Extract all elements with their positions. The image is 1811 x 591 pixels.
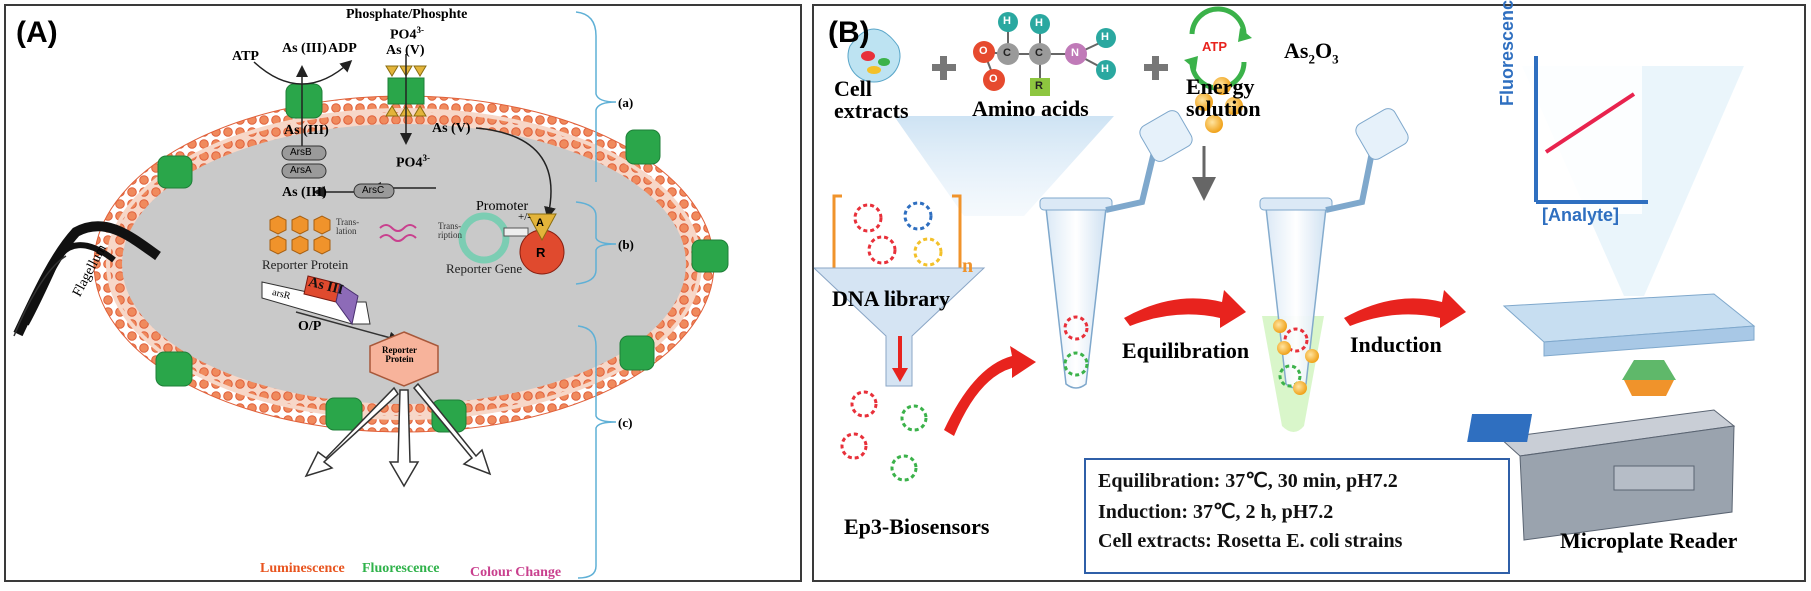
brackets — [575, 11, 617, 579]
ep3-biosensors-label: Ep3-Biosensors — [844, 514, 990, 539]
as-v-mid-label: As (V) — [432, 121, 471, 136]
reporter-protein-shape — [369, 331, 439, 387]
atom-o1: O — [979, 45, 988, 57]
dna-library-label: DNA library — [832, 286, 950, 311]
panel-a: (A) Phosphate/Phosphte PO43- As (V) ATP … — [4, 4, 802, 582]
panel-a-label: (A) — [16, 16, 58, 49]
output-luminescence-label: Luminescence — [260, 561, 345, 576]
po4-top-label: PO43- — [390, 25, 424, 43]
atp-label: ATP — [232, 49, 259, 64]
atom-h4: H — [1035, 17, 1043, 29]
as-iii-inner-label: As (III) — [284, 123, 329, 138]
as-iii-lower-label: As (III) — [282, 185, 327, 200]
ep3-plasmids — [840, 390, 928, 482]
atom-o2: O — [989, 73, 998, 85]
conditions-box: Equilibration: 37℃, 30 min, pH7.2 Induct… — [1084, 458, 1510, 574]
n-subscript-label: n — [962, 255, 974, 277]
atom-h1: H — [1003, 15, 1011, 27]
info-line-induction: Induction: 37℃, 2 h, pH7.2 — [1098, 501, 1334, 523]
as2o3-beads — [1195, 77, 1243, 133]
output-arrows — [304, 382, 492, 488]
panel-b-label: (B) — [828, 16, 870, 49]
atp-icon-label: ATP — [1202, 39, 1228, 54]
plot-xlabel: [Analyte] — [1542, 205, 1620, 225]
amino-acids-label: Amino acids — [972, 96, 1089, 121]
reporter-protein-hexagons — [269, 215, 331, 255]
plot-ylabel: Fluorescence — [1497, 0, 1517, 106]
energy-solution-label: Energy solution — [1186, 74, 1261, 121]
bracket-a-label: (a) — [618, 95, 634, 110]
panel-b: (B) Cell extracts Amino acids Energy sol… — [812, 0, 1806, 582]
info-line-equilibration: Equilibration: 37℃, 30 min, pH7.2 — [1098, 470, 1398, 492]
as-iii-top-label: As (III) — [282, 41, 327, 56]
amino-acid-atoms — [973, 12, 1116, 96]
arsa-label: ArsA — [290, 165, 312, 176]
repressor-a-label: A — [536, 217, 544, 229]
atom-n: N — [1071, 47, 1079, 59]
arsc-label: ArsC — [362, 185, 385, 196]
bracket-b-label: (b) — [618, 237, 634, 252]
atom-h2: H — [1101, 31, 1109, 43]
microplate-reader-icon — [1467, 409, 1736, 541]
as2o3-label: As2O3 — [1284, 38, 1339, 67]
repressor-r-label: R — [536, 245, 546, 260]
dna-plasmids-library — [853, 201, 943, 267]
promoter-label: Promoter — [476, 199, 529, 214]
op-label: O/P — [298, 319, 322, 334]
repressor-a-icon — [527, 213, 557, 242]
tube-induction — [1259, 108, 1409, 432]
reporter-protein-label: Reporter Protein — [262, 257, 349, 272]
tube-equilibration — [1039, 110, 1193, 389]
cell-extracts-label: Cell extracts — [834, 76, 909, 123]
adp-label: ADP — [328, 41, 357, 56]
fluorescence-plot — [1520, 46, 1648, 214]
phosphate-header: Phosphate/Phosphte — [346, 7, 468, 22]
red-flow-arrows — [944, 290, 1466, 436]
beam-reagents — [894, 116, 1114, 216]
microplate-icon — [1502, 293, 1756, 357]
cell-cytoplasm — [122, 124, 686, 404]
arsb-label: ArsB — [290, 147, 312, 158]
equilibration-label: Equilibration — [1122, 338, 1250, 363]
reporter-protein-box-label: Reporter Protein — [382, 345, 417, 364]
microplate-reader-label: Microplate Reader — [1560, 528, 1738, 553]
as-v-top-label: As (V) — [386, 43, 425, 58]
po4-mid-label: PO43- — [396, 153, 430, 171]
membrane-channels — [155, 83, 729, 433]
funnel-icon — [814, 267, 986, 387]
output-colour-label: Colour Change — [470, 565, 562, 580]
bracket-c-label: (c) — [618, 415, 633, 430]
atom-r: R — [1035, 80, 1043, 92]
dna-library-bracket — [832, 194, 962, 278]
reporter-gene-label: Reporter Gene — [446, 261, 523, 276]
atom-c2: C — [1035, 47, 1043, 59]
atom-h3: H — [1101, 63, 1109, 75]
induction-label: Induction — [1350, 332, 1442, 357]
info-line-cell-extracts: Cell extracts: Rosetta E. coli strains — [1098, 530, 1403, 552]
panel-b-diagram — [814, 6, 1756, 541]
output-fluorescence-label: Fluorescence — [362, 561, 440, 576]
reporter-gene-plasmid — [458, 212, 510, 264]
panel-a-diagram — [13, 11, 729, 579]
mrna-icon — [379, 224, 417, 242]
transcription-label: Trans- ription — [438, 221, 462, 240]
plus-minus-label: +/- — [518, 211, 531, 223]
plus-icons — [932, 56, 1168, 80]
translation-label: Trans- lation — [336, 217, 360, 236]
atom-c1: C — [1003, 47, 1011, 59]
